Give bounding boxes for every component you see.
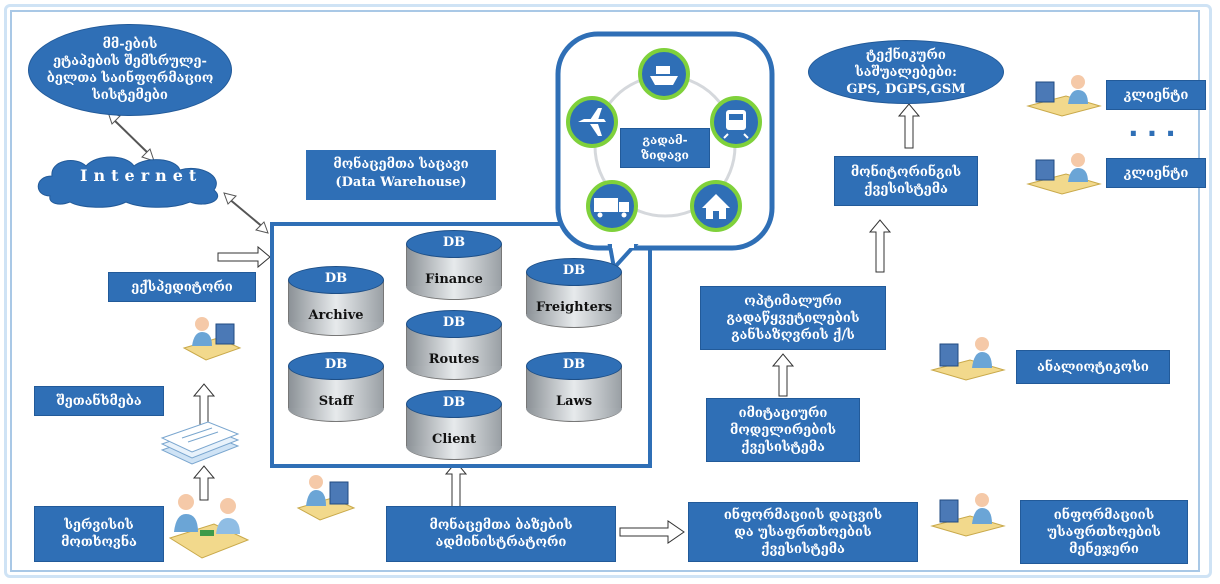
db-staff: DB Staff	[288, 352, 384, 422]
right-arrow-admin-security	[619, 520, 685, 544]
house-icon	[690, 180, 742, 232]
more-clients-dots: ...	[1128, 110, 1184, 143]
truck-icon	[586, 180, 638, 232]
up-arrow-request-docs	[192, 465, 216, 501]
arrow-into-warehouse	[217, 245, 271, 269]
up-arrow-simulation-optimal	[771, 353, 795, 397]
transport-label: გადამ- ზიდავი	[620, 128, 710, 168]
db-freighters-label: Freighters	[535, 300, 613, 315]
client-box-1: კლიენტი	[1106, 80, 1206, 110]
db-archive-label: Archive	[308, 308, 364, 323]
stage-systems-oval: მმ-ების ეტაპების შემსრულე- ბელთა საინფორ…	[28, 24, 232, 116]
db-finance-label: Finance	[425, 272, 483, 287]
db-client-label: Client	[432, 432, 476, 447]
admin-icon	[296, 475, 356, 521]
db-finance: DB Finance	[406, 230, 502, 300]
db-client: DB Client	[406, 390, 502, 460]
operator-icon	[182, 317, 242, 361]
service-request-box: სერვისის მოთხოვნა	[34, 506, 164, 562]
analyst-icon	[930, 337, 1006, 381]
client-icon	[1026, 153, 1102, 195]
forwarder-box: ექსპედიტორი	[108, 272, 256, 302]
db-laws-label: Laws	[555, 394, 593, 409]
link-internet-warehouse	[223, 192, 269, 234]
ship-icon	[638, 48, 690, 100]
internet-label: Internet	[80, 166, 203, 185]
up-arrow-optimal-monitoring	[868, 219, 892, 273]
db-routes-label: Routes	[428, 352, 480, 367]
db-laws: DB Laws	[526, 352, 622, 422]
db-freighters: DB Freighters	[526, 258, 622, 328]
db-admin-box: მონაცემთა ბაზების ადმინისტრატორი	[386, 506, 616, 562]
client-box-2: კლიენტი	[1106, 158, 1206, 188]
simulation-box: იმიტაციური მოდელირების ქვესისტემა	[706, 398, 860, 462]
security-manager-box: ინფორმაციის უსაფრთხოების მენეჯერი	[1020, 500, 1188, 564]
optimal-decision-box: ოპტიმალური გადაწყვეტილების განსაზღვრის ქ…	[700, 286, 886, 350]
agreement-box: შეთანხმება	[34, 386, 164, 416]
airplane-icon	[566, 96, 618, 148]
service-desk-icon	[168, 494, 250, 559]
up-arrow-monitoring-technical	[897, 103, 921, 149]
technical-means-oval: ტექნიკური საშუალებები: GPS, DGPS,GSM	[808, 40, 1004, 104]
db-staff-label: Staff	[318, 394, 354, 409]
internet-cloud	[37, 156, 219, 208]
data-warehouse-label: მონაცემთა საცავი (Data Warehouse)	[306, 150, 496, 200]
db-archive: DB Archive	[288, 266, 384, 336]
train-icon	[710, 96, 762, 148]
manager-icon	[930, 493, 1006, 537]
documents-icon	[160, 421, 240, 465]
analyst-box: ანალიოტიკოსი	[1016, 350, 1170, 384]
client-icon	[1026, 75, 1102, 117]
db-routes: DB Routes	[406, 310, 502, 380]
monitoring-box: მონიტორინგის ქვესისტემა	[834, 156, 978, 206]
security-subsystem-box: ინფორმაციის დაცვის და უსაფრთხოების ქვესი…	[688, 502, 918, 562]
